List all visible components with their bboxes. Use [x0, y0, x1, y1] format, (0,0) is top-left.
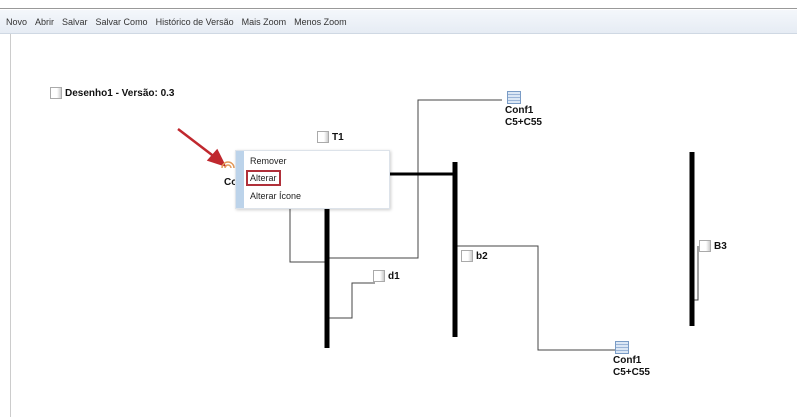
conf-detail: C5+C55 [505, 117, 542, 128]
conf-detail: C5+C55 [613, 367, 650, 378]
node-co-label: Co [224, 177, 238, 188]
node-conf1-bottom[interactable]: Conf1 C5+C55 [613, 341, 650, 379]
menu-item-alterar-icone[interactable]: Alterar Ícone [250, 191, 302, 201]
config-icon [615, 341, 629, 354]
bus-icon [461, 250, 473, 262]
node-b3[interactable]: B3 [699, 240, 727, 252]
context-menu: Remover Alterar Alterar Ícone [235, 150, 390, 209]
salvar-como-button[interactable]: Salvar Como [95, 16, 148, 27]
document-icon [50, 87, 62, 99]
node-co[interactable]: Co [224, 177, 237, 188]
canvas-border [10, 34, 11, 417]
node-b2-label: b2 [476, 250, 488, 262]
connector-b2 [455, 245, 615, 351]
connector-d1 [327, 282, 375, 319]
node-conf1-top[interactable]: Conf1 C5+C55 [505, 91, 542, 129]
node-t1[interactable]: T1 [317, 131, 344, 143]
connector-conf1-top [327, 99, 502, 259]
node-d1[interactable]: d1 [373, 270, 400, 282]
menu-stripe [236, 151, 244, 208]
co-node-icon [221, 161, 235, 169]
node-d1-label: d1 [388, 270, 400, 282]
conf-name: Conf1 [505, 105, 534, 116]
node-b3-label: B3 [714, 240, 727, 252]
node-b2[interactable]: b2 [461, 250, 488, 262]
menu-item-remover[interactable]: Remover [250, 156, 287, 166]
historico-versao-button[interactable]: Histórico de Versão [155, 16, 234, 27]
window-top-border [0, 8, 797, 9]
abrir-button[interactable]: Abrir [35, 16, 55, 27]
transformer-icon [317, 131, 329, 143]
drawing-title-text: Desenho1 - Versão: 0.3 [65, 87, 175, 99]
drawing-title: Desenho1 - Versão: 0.3 [50, 87, 175, 99]
toolbar: Novo Abrir Salvar Salvar Como Histórico … [0, 10, 797, 34]
node-t1-label: T1 [332, 131, 344, 143]
salvar-button[interactable]: Salvar [62, 16, 88, 27]
bus-icon [699, 240, 711, 252]
connector-co [289, 205, 327, 263]
conf-name: Conf1 [613, 355, 642, 366]
menos-zoom-button[interactable]: Menos Zoom [294, 16, 347, 27]
device-icon [373, 270, 385, 282]
red-arrow [177, 128, 227, 168]
novo-button[interactable]: Novo [6, 16, 28, 27]
menu-item-alterar[interactable]: Alterar [246, 170, 281, 186]
config-icon [507, 91, 521, 104]
mais-zoom-button[interactable]: Mais Zoom [241, 16, 287, 27]
